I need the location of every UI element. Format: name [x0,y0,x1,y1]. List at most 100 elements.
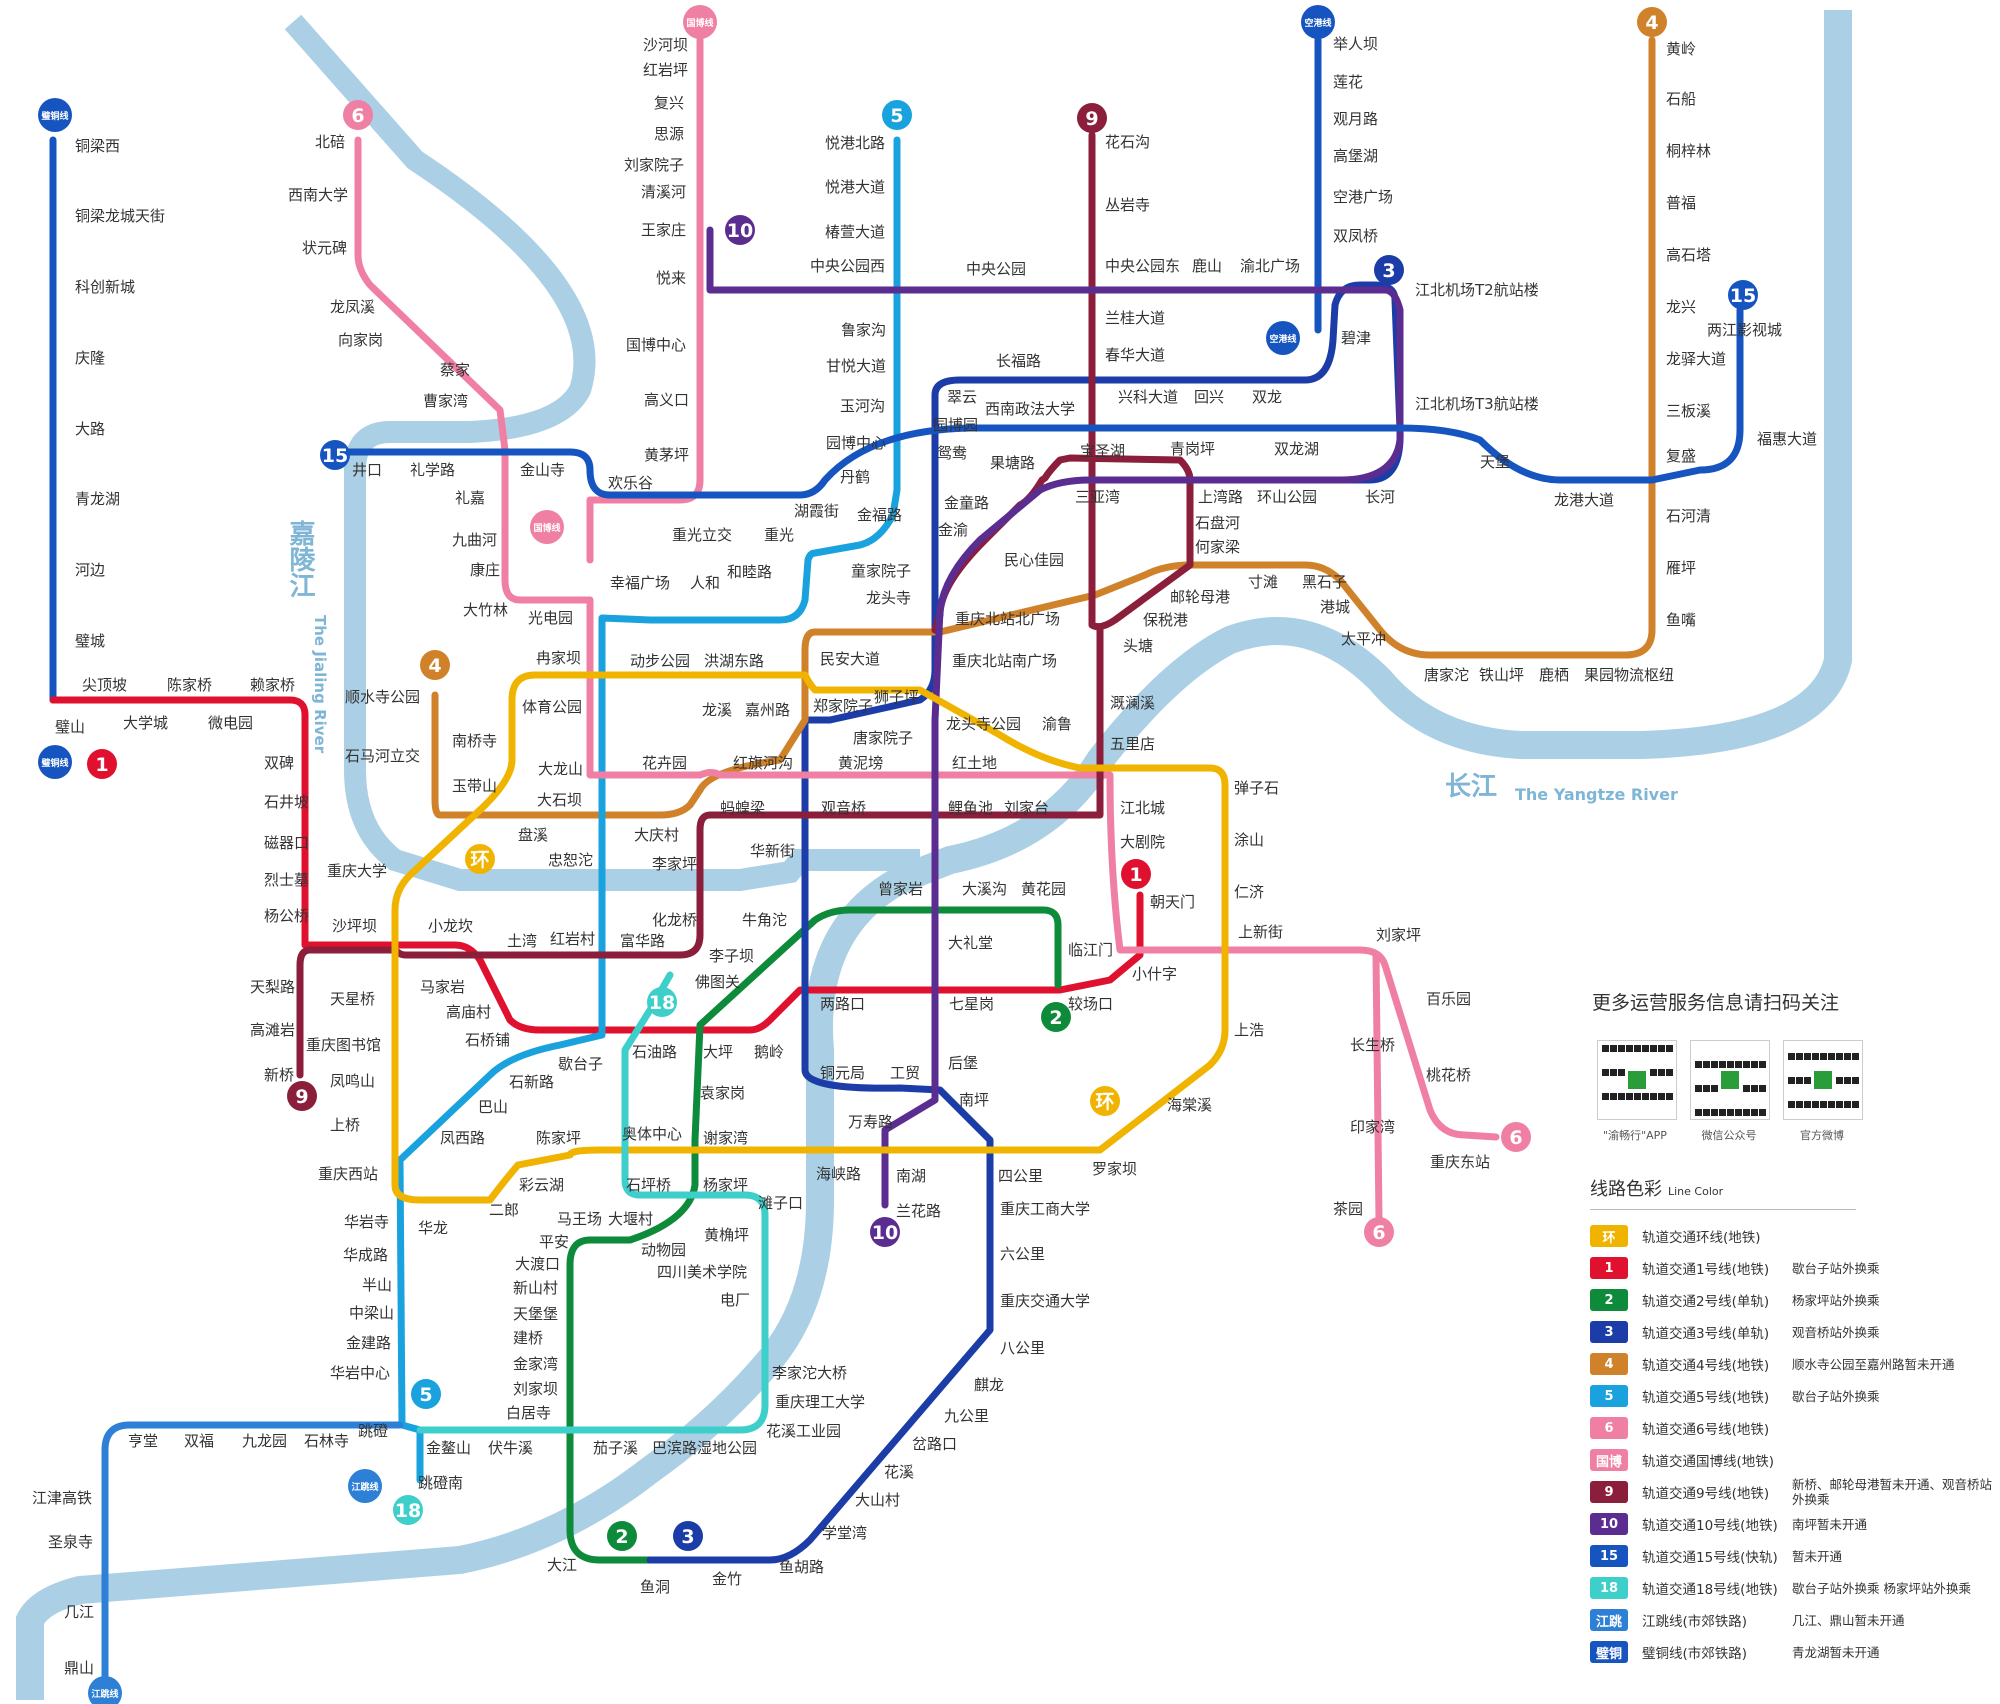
station[interactable]: 高堡湖 [1333,147,1378,165]
station[interactable]: 大山村 [855,1491,900,1509]
station[interactable]: 鸳鸯 [937,444,967,462]
station[interactable]: 状元碑 [302,239,347,257]
station[interactable]: 长福路 [996,352,1041,370]
station[interactable]: 凤西路 [440,1129,485,1147]
station[interactable]: 向家岗 [338,331,383,349]
station[interactable]: 龙港大道 [1554,491,1614,509]
station[interactable]: 黄花园 [1021,880,1066,898]
station[interactable]: 郑家院子 [813,697,873,715]
station[interactable]: 悦来 [656,269,686,287]
station[interactable]: 九龙园 [242,1432,287,1450]
station[interactable]: 雁坪 [1666,559,1696,577]
station[interactable]: 奥体中心 [622,1125,682,1143]
station[interactable]: 鱼胡路 [779,1558,824,1576]
station[interactable]: 高滩岩 [250,1021,295,1039]
station[interactable]: 花卉园 [642,754,687,772]
station[interactable]: 光电园 [528,609,573,627]
station[interactable]: 璧山 [55,718,85,736]
station[interactable]: 中央公园东 [1105,257,1180,275]
station[interactable]: 重庆北站南广场 [952,652,1057,670]
station[interactable]: 大竹林 [463,601,508,619]
station[interactable]: 礼嘉 [455,489,485,507]
station[interactable]: 金福路 [857,506,902,524]
station[interactable]: 工贸 [890,1064,920,1082]
station[interactable]: 人和 [690,574,720,592]
station[interactable]: 童家院子 [851,562,911,580]
station[interactable]: 大石坝 [537,791,582,809]
station[interactable]: 鹿栖 [1539,666,1569,684]
station[interactable]: 海棠溪 [1167,1096,1212,1114]
station[interactable]: 园博园 [933,416,978,434]
station[interactable]: 江北机场T3航站楼 [1415,395,1539,413]
station[interactable]: 金家湾 [513,1355,558,1373]
station[interactable]: 井口 [352,461,382,479]
station[interactable]: 六公里 [1000,1245,1045,1263]
qr-wechat[interactable] [1690,1040,1770,1120]
station[interactable]: 华新街 [750,842,795,860]
station[interactable]: 思源 [654,125,684,143]
station[interactable]: 大溪沟 [962,880,1007,898]
station[interactable]: 翠云 [947,388,977,406]
station[interactable]: 圣泉寺 [48,1533,93,1551]
station[interactable]: 江北机场T2航站楼 [1415,281,1539,299]
station[interactable]: 璧城 [75,632,105,650]
station[interactable]: 椿萱大道 [825,223,885,241]
station[interactable]: 电厂 [720,1291,750,1309]
station[interactable]: 欢乐谷 [608,474,653,492]
station[interactable]: 杨家坪 [703,1176,748,1194]
station[interactable]: 九曲河 [452,531,497,549]
station[interactable]: 南坪 [959,1091,989,1109]
station[interactable]: 园博中心 [826,434,886,452]
station[interactable]: 和睦路 [727,563,772,581]
station[interactable]: 刘家院子 [624,156,684,174]
station[interactable]: 重庆图书馆 [306,1036,381,1054]
station[interactable]: 悦港大道 [825,178,885,196]
station[interactable]: 五里店 [1110,735,1155,753]
station[interactable]: 烈士墓 [264,871,309,889]
station[interactable]: 平安 [539,1233,569,1251]
station[interactable]: 铜梁龙城天街 [75,207,165,225]
station[interactable]: 鹅岭 [754,1043,784,1061]
station[interactable]: 万寿路 [848,1113,893,1131]
station[interactable]: 三亚湾 [1075,488,1120,506]
station[interactable]: 普福 [1666,194,1696,212]
station[interactable]: 科创新城 [75,278,135,296]
station[interactable]: 弹子石 [1234,779,1279,797]
station[interactable]: 学堂湾 [822,1524,867,1542]
station[interactable]: 茶园 [1333,1200,1363,1218]
station[interactable]: 金山寺 [520,461,565,479]
station[interactable]: 顺水寺公园 [345,688,420,706]
station[interactable]: 龙凤溪 [330,298,375,316]
station[interactable]: 黄桷坪 [704,1226,749,1244]
station[interactable]: 中梁山 [349,1304,394,1322]
station[interactable]: 石船 [1666,90,1696,108]
station[interactable]: 青龙湖 [75,490,120,508]
station[interactable]: 渝北广场 [1240,257,1300,275]
station[interactable]: 歇台子 [558,1055,603,1073]
station[interactable]: 四公里 [998,1167,1043,1185]
station[interactable]: 河边 [75,561,105,579]
station[interactable]: 七星岗 [949,995,994,1013]
station[interactable]: 礼学路 [410,461,455,479]
station[interactable]: 杨公桥 [264,907,309,925]
station[interactable]: 复盛 [1666,447,1696,465]
station[interactable]: 石坪桥 [626,1176,671,1194]
station[interactable]: 重庆西站 [318,1165,378,1183]
station[interactable]: 大坪 [703,1043,733,1061]
station[interactable]: 金鳌山 [426,1439,471,1457]
station[interactable]: 江北城 [1120,799,1165,817]
station[interactable]: 华岩中心 [330,1364,390,1382]
station[interactable]: 幸福广场 [610,574,670,592]
station[interactable]: 微电园 [208,714,253,732]
station[interactable]: 溉澜溪 [1110,694,1155,712]
station[interactable]: 重光 [764,526,794,544]
station[interactable]: 红岩坪 [643,61,688,79]
station[interactable]: 临江门 [1068,941,1113,959]
station[interactable]: 花溪 [884,1463,914,1481]
station[interactable]: 黄岭 [1666,40,1696,58]
station[interactable]: 八公里 [1000,1339,1045,1357]
station[interactable]: 黄茅坪 [644,446,689,464]
station[interactable]: 红岩村 [550,930,595,948]
station[interactable]: 龙头寺 [866,589,911,607]
station[interactable]: 丹鹤 [840,468,870,486]
